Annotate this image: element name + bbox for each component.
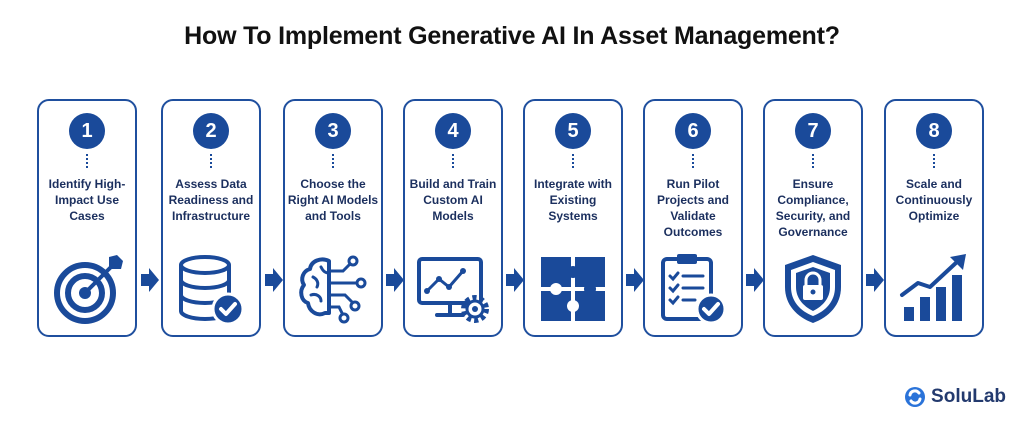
growth-chart-icon: [900, 254, 966, 321]
page-title: How To Implement Generative AI In Asset …: [184, 22, 840, 50]
arrow-right-icon: [626, 268, 644, 292]
dotted-connector: [692, 154, 694, 168]
step-number: 6: [675, 113, 711, 149]
step-card-1: 1 Identify High-Impact Use Cases: [37, 99, 137, 337]
solulab-logo-icon: [905, 387, 926, 407]
step-number: 1: [69, 113, 105, 149]
step-card-6: 6 Run Pilot Projects and Validate Outcom…: [643, 99, 743, 337]
arrow-right-icon: [506, 268, 524, 292]
step-card-2: 2 Assess Data Readiness and Infrastructu…: [161, 99, 261, 337]
step-label: Integrate with Existing Systems: [533, 177, 612, 223]
step-number: 3: [315, 113, 351, 149]
dotted-connector: [332, 154, 334, 168]
arrow-right-icon: [746, 268, 764, 292]
step-label: Choose the Right AI Models and Tools: [287, 177, 379, 223]
arrow-right-icon: [141, 268, 159, 292]
brand-logo: SoluLab: [904, 386, 1006, 408]
step-number: 5: [555, 113, 591, 149]
step-label: Scale and Continuously Optimize: [895, 177, 973, 223]
dotted-connector: [933, 154, 935, 168]
step-card-3: 3 Choose the Right AI Models and Tools: [283, 99, 383, 337]
step-label: Identify High-Impact Use Cases: [48, 177, 126, 223]
step-number: 2: [193, 113, 229, 149]
dotted-connector: [86, 154, 88, 168]
dotted-connector: [452, 154, 454, 168]
step-card-8: 8 Scale and Continuously Optimize: [884, 99, 984, 337]
shield-lock-icon: [785, 255, 841, 323]
monitor-chart-gear-icon: [417, 257, 489, 323]
arrow-right-icon: [866, 268, 884, 292]
step-label: Ensure Compliance, Security, and Governa…: [775, 177, 851, 239]
brand-name: SoluLab: [931, 386, 1006, 407]
step-label: Assess Data Readiness and Infrastructure: [168, 177, 254, 223]
step-number: 4: [435, 113, 471, 149]
step-card-5: 5 Integrate with Existing Systems: [523, 99, 623, 337]
step-label: Run Pilot Projects and Validate Outcomes: [656, 177, 730, 239]
target-icon: [54, 255, 123, 324]
arrow-right-icon: [265, 268, 283, 292]
database-check-icon: [179, 255, 245, 326]
arrow-right-icon: [386, 268, 404, 292]
puzzle-icon: [541, 257, 605, 321]
clipboard-check-icon: [661, 254, 727, 325]
step-label: Build and Train Custom AI Models: [409, 177, 497, 223]
brain-circuit-icon: [299, 255, 367, 324]
dotted-connector: [210, 154, 212, 168]
step-number: 8: [916, 113, 952, 149]
step-card-4: 4 Build and Train Custom AI Models: [403, 99, 503, 337]
step-card-7: 7 Ensure Compliance, Security, and Gover…: [763, 99, 863, 337]
dotted-connector: [812, 154, 814, 168]
step-number: 7: [795, 113, 831, 149]
dotted-connector: [572, 154, 574, 168]
